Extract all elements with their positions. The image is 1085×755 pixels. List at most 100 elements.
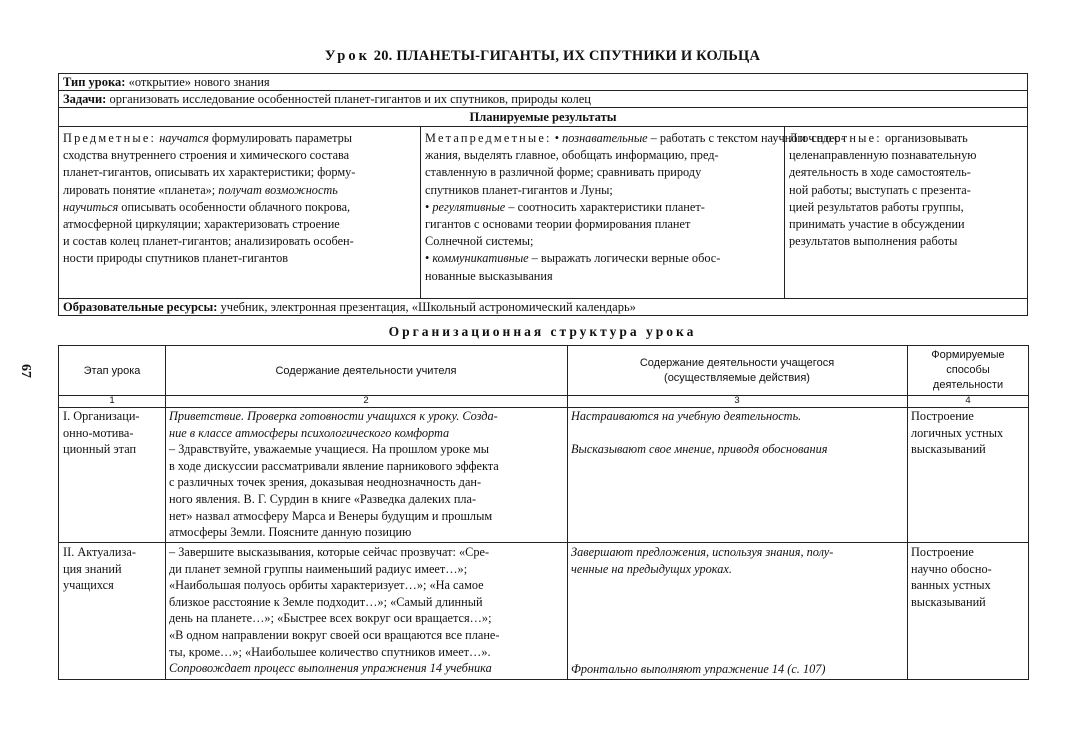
column-number: 4 [965, 395, 971, 406]
results-columns: Предметные: научатся формулировать парам… [59, 127, 1027, 298]
personal-results-line: принимать участие в обсуждении [789, 216, 1023, 233]
personal-results-text: ной работы; выступать с презента- [789, 182, 971, 197]
teacher-text: близкое расстояние к Земле подходит…»; «… [169, 594, 483, 609]
teacher-text: «В одном направлении вокруг своей оси вр… [169, 627, 500, 642]
skills-text: логичных устных [911, 425, 1004, 440]
row-divider [59, 542, 1028, 543]
lesson-tasks-value: организовать исследование особенностей п… [109, 92, 591, 106]
teacher-text: Приветствие. Проверка готовности учащихс… [169, 409, 498, 423]
header-stage: Этап урока [59, 364, 165, 410]
results-header: Планируемые результаты [59, 108, 1027, 127]
teacher-cell: – Завершите высказывания, которые сейчас… [169, 544, 567, 680]
teacher-text: в ходе дискуссии рассматривали явление п… [169, 458, 499, 473]
subject-results-text: ности природы спутников планет-гигантов [63, 251, 289, 266]
subject-results: Предметные: научатся формулировать парам… [59, 127, 421, 298]
meta-results-text: • [425, 199, 433, 214]
personal-results-line: цией результатов работы группы, [789, 199, 1023, 216]
row-divider [59, 407, 1028, 408]
lesson-title-text: 20. ПЛАНЕТЫ-ГИГАНТЫ, ИХ СПУТНИКИ И КОЛЬЦ… [373, 48, 761, 64]
teacher-text: – Завершите высказывания, которые сейчас… [169, 545, 490, 559]
meta-results-text: • [554, 131, 563, 145]
meta-results-italic-text: коммуникативные [432, 251, 529, 266]
resources-row: Образовательные ресурсы: учебник, электр… [59, 298, 1027, 316]
lesson-tasks-row: Задачи: организовать исследование особен… [59, 91, 1027, 108]
column-number: 2 [363, 395, 369, 406]
stage-text: ционный этап [63, 442, 137, 457]
header-skills: Формируемые способы деятельности [907, 348, 1029, 394]
meta-results-line: • коммуникативные – выражать логически в… [425, 250, 780, 267]
subject-results-italic-text: получат возможность [218, 182, 338, 197]
meta-results-text: гигантов с основами теории формирования … [425, 217, 691, 232]
personal-results-text: цией результатов работы группы, [789, 199, 964, 214]
subject-results-text: планет-гигантов, описывать их характерис… [63, 165, 356, 180]
personal-results-line: деятельность в ходе самостоятель- [789, 164, 1023, 181]
meta-results-line: гигантов с основами теории формирования … [425, 216, 780, 233]
skills-text: высказываний [911, 442, 986, 457]
header-skills-text: Формируемые [931, 349, 1005, 361]
skills-text: научно обосно- [911, 561, 992, 576]
meta-results-italic-text: познавательные [562, 131, 648, 145]
subject-results-italic-text: научатся [159, 131, 209, 145]
subject-results-text: атмосферной циркуляции; характеризовать … [63, 217, 340, 232]
stage-text: учащихся [63, 578, 114, 593]
meta-results-line: ставленную в различной форме; сравнивать… [425, 164, 780, 181]
personal-results-label: Личностные: [789, 131, 882, 145]
teacher-text: – Здравствуйте, уважаемые учащиеся. На п… [169, 442, 490, 457]
teacher-text: атмосферы Земли. Поясните данную позицию [169, 525, 412, 540]
subject-results-line: атмосферной циркуляции; характеризовать … [63, 216, 416, 233]
meta-results-text: ставленную в различной форме; сравнивать… [425, 165, 702, 180]
header-skills-text: способы [946, 364, 990, 376]
meta-results: Метапредметные: • познавательные – работ… [421, 127, 845, 298]
personal-results-text: организовывать [881, 131, 968, 145]
meta-results-line: Метапредметные: • познавательные – работ… [425, 130, 845, 147]
meta-results-text: спутников планет-гигантов и Луны; [425, 182, 613, 197]
skills-text: Построение [911, 545, 974, 559]
meta-results-line: нованные высказывания [425, 268, 780, 285]
teacher-text: ди планет земной группы наименьший радиу… [169, 561, 468, 576]
student-text: Высказывают свое мнение, приводя обоснов… [571, 442, 828, 457]
subject-results-line: и состав колец планет-гигантов; анализир… [63, 233, 416, 250]
subject-results-line: планет-гигантов, описывать их характерис… [63, 164, 416, 181]
meta-results-text: – работать с текстом научного содер- [647, 131, 845, 145]
meta-results-italic-text: регулятивные [432, 199, 506, 214]
stage-text: I. Организаци- [63, 409, 140, 423]
stage-cell: I. Организаци-онно-мотива-ционный этап [63, 408, 163, 542]
meta-results-text: – соотносить характеристики планет- [505, 199, 705, 214]
subject-results-text: лировать понятие «планета»; [63, 182, 219, 197]
header-student-text: Содержание деятельности учащегося [639, 357, 835, 369]
student-text: ченные на предыдущих уроках. [571, 561, 732, 576]
teacher-cell: Приветствие. Проверка готовности учащихс… [169, 408, 567, 542]
personal-results-line: целенаправленную познавательную [789, 147, 1023, 164]
personal-results-line: результатов выполнения работы [789, 233, 1023, 250]
subject-results-line: Предметные: научатся формулировать парам… [63, 130, 416, 147]
resources-value: учебник, электронная презентация, «Школь… [220, 300, 636, 314]
skills-text: Построение [911, 409, 974, 423]
subject-results-line: ности природы спутников планет-гигантов [63, 250, 416, 267]
subject-results-italic-text: научиться [63, 199, 119, 214]
lesson-type-value: «открытие» нового знания [128, 75, 270, 89]
meta-results-line: жания, выделять главное, обобщать информ… [425, 147, 780, 164]
column-divider [907, 346, 908, 679]
header-student-text: (осуществляемые действия) [664, 372, 810, 384]
subject-results-line: научиться описывать особенности облачног… [63, 199, 416, 216]
personal-results-text: принимать участие в обсуждении [789, 217, 965, 232]
subject-results-text: сходства внутреннего строения и химическ… [63, 148, 350, 163]
stage-text: ция знаний [63, 561, 122, 576]
meta-results-text: жания, выделять главное, обобщать информ… [425, 148, 719, 163]
personal-results-line: Личностные: организовывать [789, 130, 1023, 147]
lesson-info-box: Тип урока: «открытие» нового знания Зада… [58, 73, 1028, 316]
structure-title: Организационная структура урока [388, 324, 697, 339]
student-text [571, 425, 907, 442]
subject-results-line: сходства внутреннего строения и химическ… [63, 147, 416, 164]
meta-results-label: Метапредметные: [425, 131, 552, 145]
student-text: Завершают предложения, используя знания,… [571, 545, 834, 559]
teacher-text: ного явления. В. Г. Сурдин в книге «Разв… [169, 491, 477, 506]
personal-results-text: целенаправленную познавательную [789, 148, 977, 163]
meta-results-line: Солнечной системы; [425, 233, 780, 250]
header-skills-text: деятельности [932, 379, 1004, 391]
skills-text: высказываний [911, 594, 986, 609]
teacher-text: нет» назвал атмосферу Марса и Венеры буд… [169, 508, 493, 523]
